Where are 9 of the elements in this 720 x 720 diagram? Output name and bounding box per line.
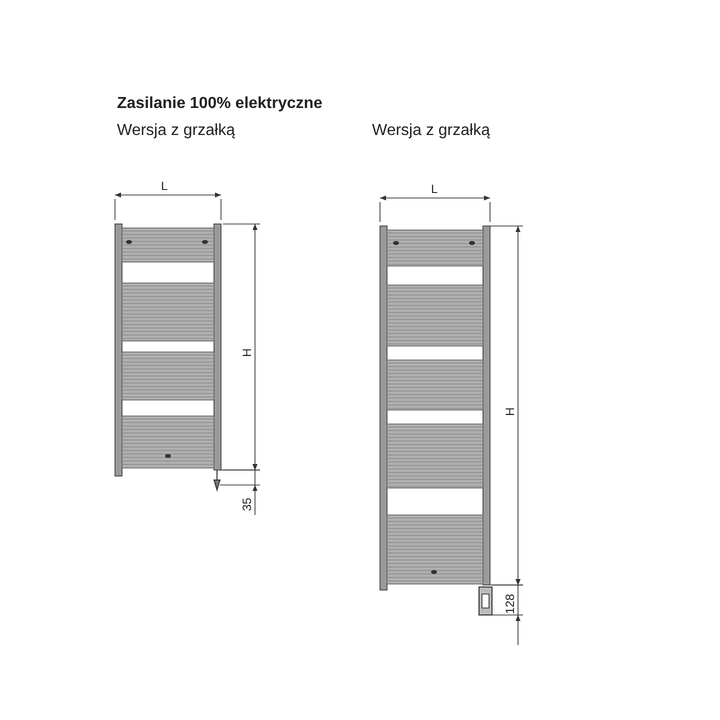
dimension-label: H — [240, 348, 254, 357]
subheading: Wersja z grzałką — [372, 122, 490, 140]
dimension-label: 128 — [503, 594, 517, 614]
dimension-label: L — [431, 182, 438, 196]
dimension-label: L — [161, 179, 168, 193]
dimension-label: 35 — [240, 498, 254, 511]
subheading: Wersja z grzałką — [117, 122, 235, 140]
heading: Zasilanie 100% elektryczne — [117, 95, 322, 113]
dimension-label: H — [503, 407, 517, 416]
